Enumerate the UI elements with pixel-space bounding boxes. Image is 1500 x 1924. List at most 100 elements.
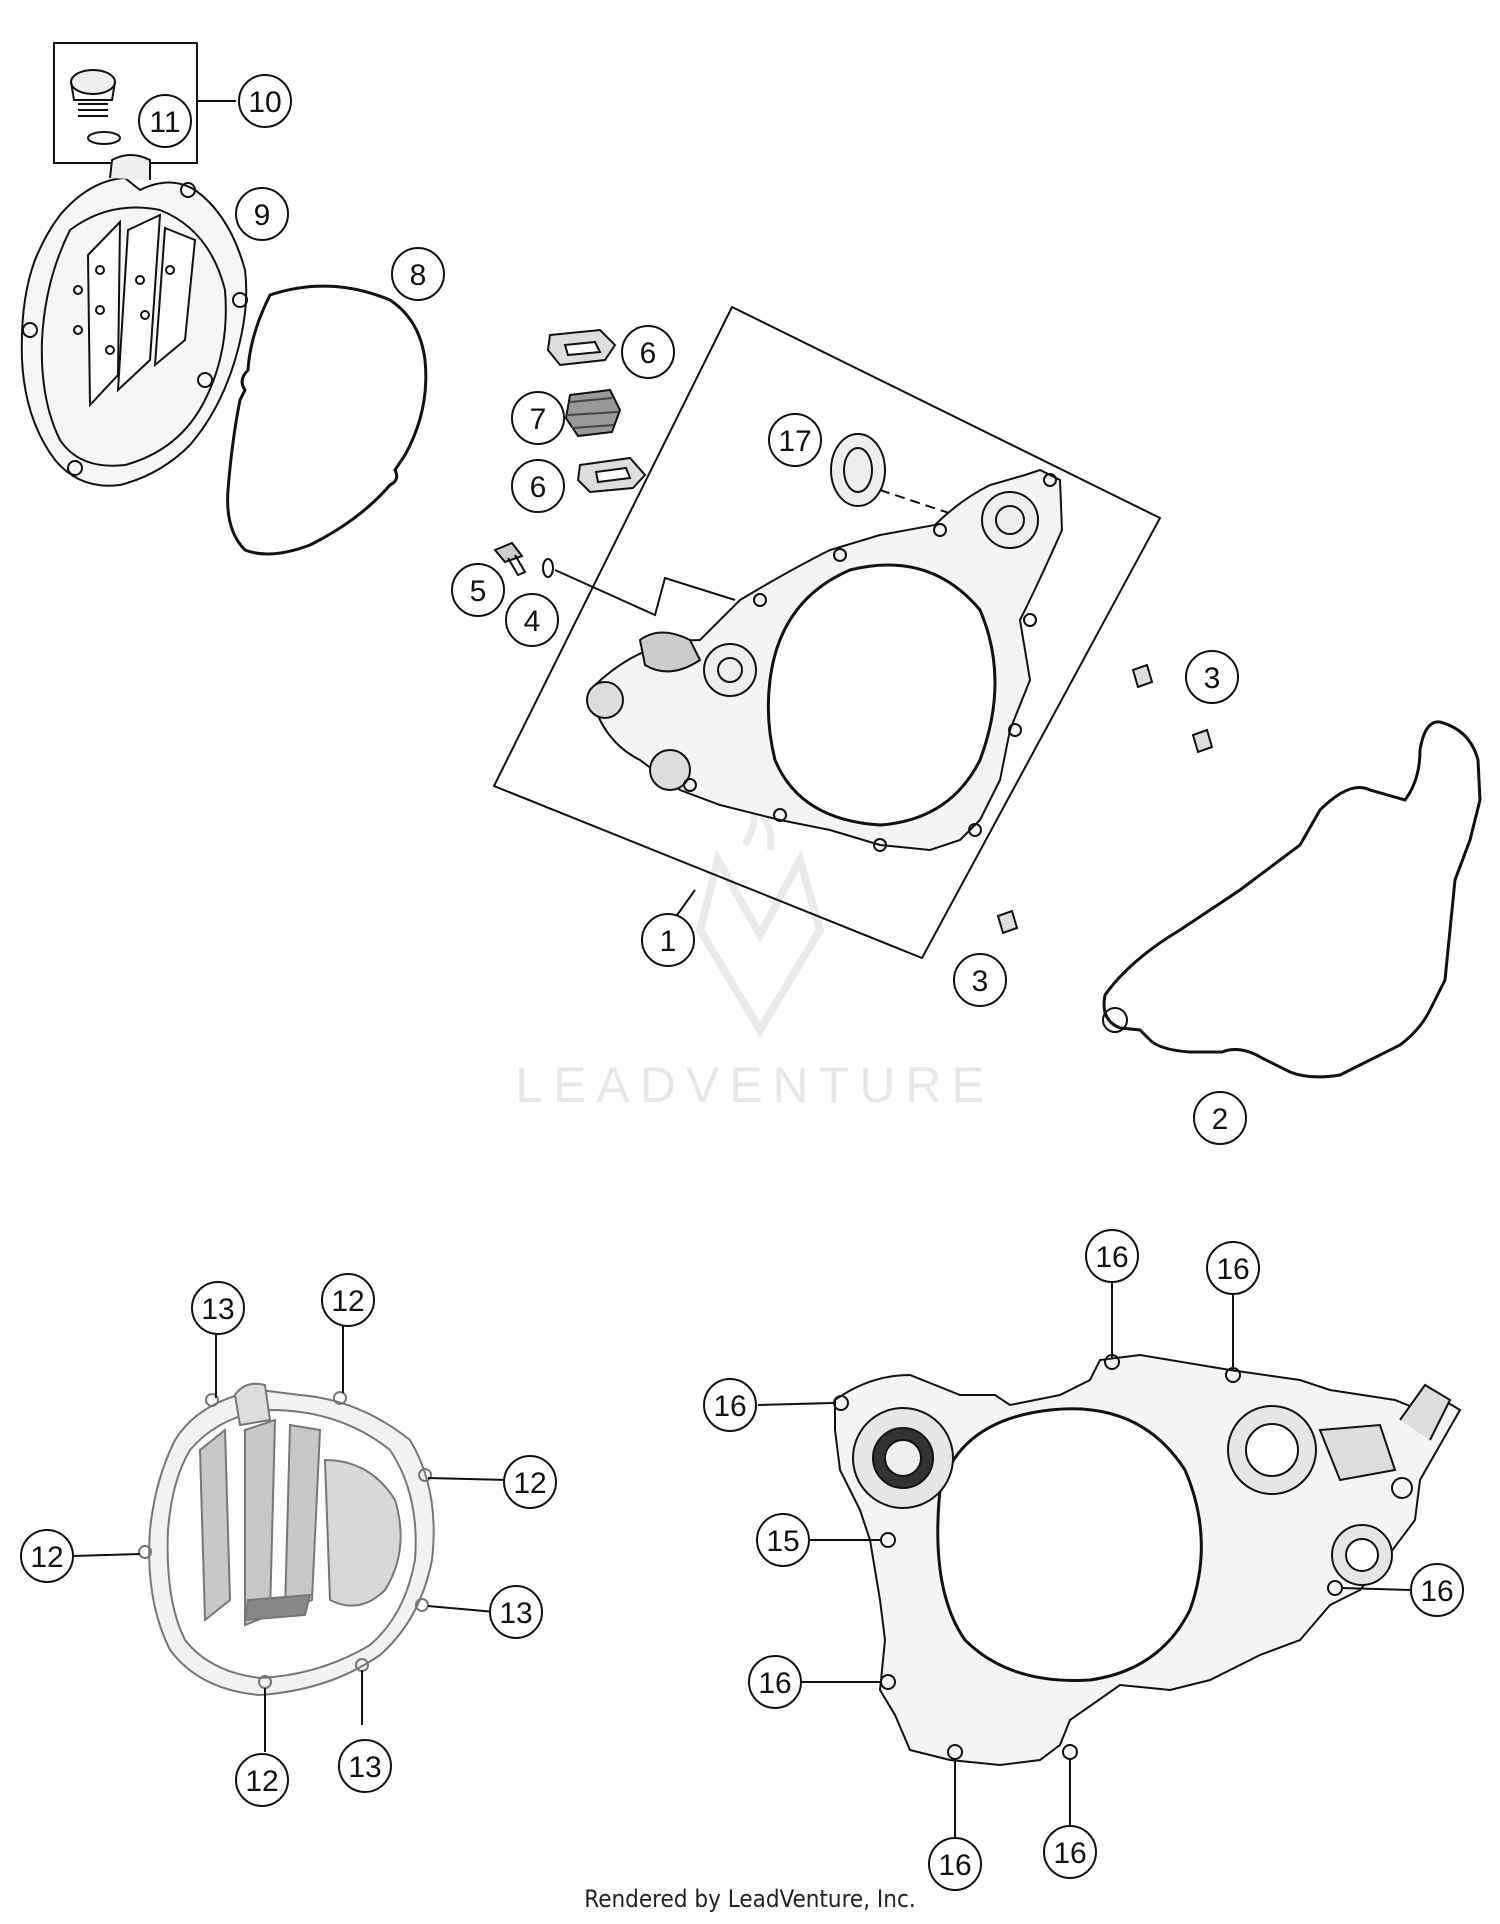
callout-12: 12 (321, 1273, 375, 1327)
callout-label: 13 (201, 1293, 234, 1326)
callout-16: 16 (748, 1655, 802, 1709)
callout-circle (238, 74, 292, 128)
callout-7: 7 (511, 391, 565, 445)
callout-circle (338, 1739, 392, 1793)
callout-label: 3 (972, 965, 989, 998)
inner-cover-screw-map (833, 1353, 1462, 1767)
callout-label: 7 (530, 403, 547, 436)
oil-seal (830, 433, 986, 526)
callout-circle (235, 1753, 289, 1807)
inner-cover-gasket (1102, 720, 1482, 1079)
callout-10: 10 (238, 74, 292, 128)
callout-label: 6 (530, 471, 547, 504)
callout-label: 13 (499, 1597, 532, 1630)
callout-label: 9 (254, 199, 271, 232)
callout-1: 1 (641, 913, 695, 967)
callout-5: 5 (451, 563, 505, 617)
callout-circle (138, 94, 192, 148)
callout-16: 16 (703, 1378, 757, 1432)
callout-2: 2 (1193, 1091, 1247, 1145)
callout-label: 16 (713, 1390, 746, 1423)
callout-circle (1085, 1229, 1139, 1283)
callout-circle (235, 187, 289, 241)
callout-circle (641, 913, 695, 967)
callout-label: 16 (1095, 1241, 1128, 1274)
callout-16: 16 (1206, 1241, 1260, 1295)
callout-3: 3 (1185, 650, 1239, 704)
callout-circle (1193, 1091, 1247, 1145)
screw-map-leader-lines (757, 1282, 1411, 1838)
inner-clutch-cover (492, 305, 1162, 960)
callout-13: 13 (489, 1585, 543, 1639)
callout-circle (1410, 1563, 1464, 1617)
dowel-sleeves (996, 663, 1214, 935)
callout-4: 4 (505, 593, 559, 647)
callout-9: 9 (235, 187, 289, 241)
callout-circle (953, 953, 1007, 1007)
callout-12: 12 (20, 1529, 74, 1583)
callout-label: 13 (348, 1751, 381, 1784)
callout-label: 3 (1204, 662, 1221, 695)
callout-13: 13 (191, 1281, 245, 1335)
callout-label: 16 (758, 1667, 791, 1700)
leadventure-watermark: LEADVENTURE (515, 801, 995, 1113)
callout-circle (451, 563, 505, 617)
clutch-cover-protector (138, 1382, 435, 1697)
grommet-group (546, 328, 647, 494)
callout-label: 15 (766, 1525, 799, 1558)
callout-label: 12 (513, 1467, 546, 1500)
callout-label: 4 (524, 605, 541, 638)
watermark-text: LEADVENTURE (515, 1057, 995, 1113)
callout-8: 8 (391, 247, 445, 301)
callout-label: 16 (938, 1849, 971, 1882)
callout-label: 11 (149, 106, 180, 139)
render-credit: Rendered by LeadVenture, Inc. (584, 1885, 916, 1913)
callout-label: 2 (1212, 1103, 1229, 1136)
callout-circle (756, 1513, 810, 1567)
callout-12: 12 (235, 1753, 289, 1807)
callout-label: 16 (1216, 1253, 1249, 1286)
callout-circle (621, 325, 675, 379)
callout-16: 16 (928, 1837, 982, 1891)
callout-circle (1206, 1241, 1260, 1295)
callout-label: 1 (660, 925, 677, 958)
callout-label: 12 (30, 1541, 63, 1574)
callout-circle (1043, 1825, 1097, 1879)
callout-circle (511, 391, 565, 445)
callout-circle (703, 1378, 757, 1432)
callout-circle (391, 247, 445, 301)
screw-and-washer (493, 541, 736, 617)
callout-16: 16 (1410, 1563, 1464, 1617)
callout-16: 16 (1043, 1825, 1097, 1879)
callout-3: 3 (953, 953, 1007, 1007)
callout-15: 15 (756, 1513, 810, 1567)
callout-circle (191, 1281, 245, 1335)
callout-label: 17 (778, 425, 811, 458)
callout-12: 12 (503, 1455, 557, 1509)
callout-label: 10 (248, 86, 281, 119)
outer-clutch-cover (20, 154, 248, 487)
gasket-hole (1102, 1007, 1128, 1033)
callout-label: 6 (640, 337, 657, 370)
outer-cover-gasket (226, 284, 428, 556)
callout-circle (511, 459, 565, 513)
callout-circle (20, 1529, 74, 1583)
callout-17: 17 (768, 413, 822, 467)
callout-label: 16 (1053, 1837, 1086, 1870)
callout-circle (768, 413, 822, 467)
callout-label: 12 (245, 1765, 278, 1798)
callout-circle (321, 1273, 375, 1327)
callout-label: 16 (1420, 1575, 1453, 1608)
callout-6: 6 (511, 459, 565, 513)
callout-label: 12 (331, 1285, 364, 1318)
callout-circle (503, 1455, 557, 1509)
callout-circle (505, 593, 559, 647)
callout-11: 11 (138, 94, 192, 148)
callout-label: 8 (410, 259, 427, 292)
callout-16: 16 (1085, 1229, 1139, 1283)
callout-6: 6 (621, 325, 675, 379)
callout-circle (489, 1585, 543, 1639)
protector-leader-lines (71, 1320, 509, 1752)
